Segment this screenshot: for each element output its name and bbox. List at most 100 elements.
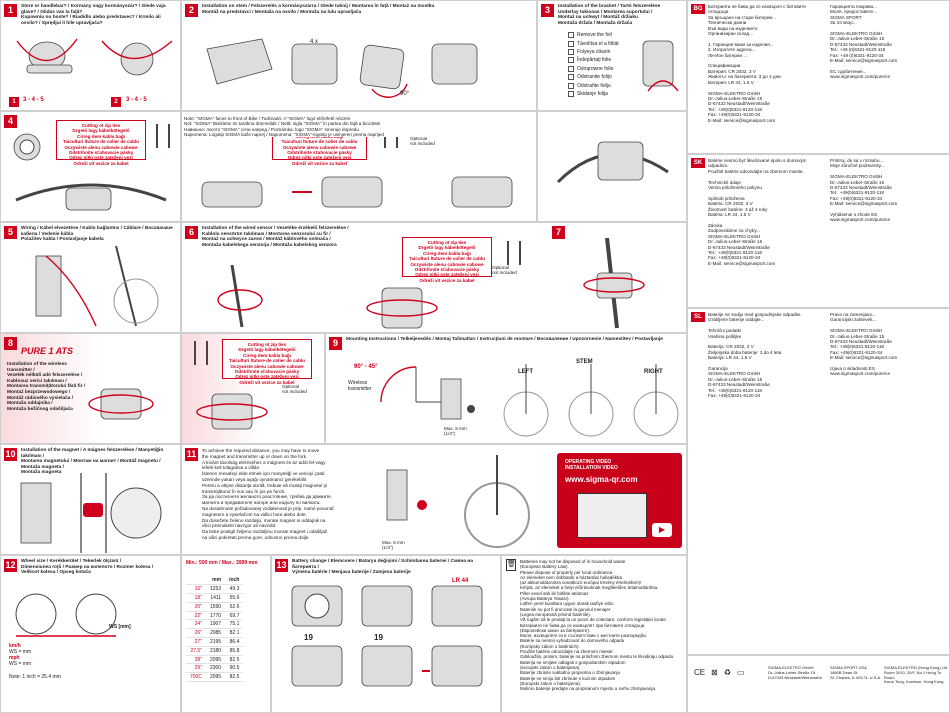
ce-icon: CE	[694, 668, 706, 677]
wheel-size-cell: 700C	[186, 672, 206, 683]
footer-address-c: SIGMA-ELEKTRO (Hong Kong) Ltd Room 2010,…	[884, 666, 948, 685]
panel-title: Installation on stem / Felszerelés a kor…	[202, 4, 435, 15]
mm-cell: 1770	[205, 611, 226, 621]
recycle-panel: 🗑 Batteries may not be disposed of in ho…	[501, 555, 687, 713]
video-card[interactable]: OPERATING VIDEO INSTALLATION VIDEO www.s…	[557, 453, 682, 548]
wiring-illustration	[35, 245, 159, 327]
lang-block-1: BG Батерията не бива да се изхвърля с би…	[687, 0, 950, 154]
panel-title: Mounting Instructions / Telkeljesedés / …	[346, 337, 663, 342]
zip-tie-tool-icon	[507, 241, 521, 265]
logo-orientation-note: Note: "SIGMA" faces to front of Bike / T…	[184, 116, 534, 138]
bracket-illustration	[206, 38, 478, 98]
computer-mount-illustration	[556, 141, 669, 184]
mm-cell: 1590	[205, 602, 226, 612]
legend-item: Remove the foil	[568, 31, 619, 39]
lr44-label: LR 44	[452, 578, 469, 584]
wheel-size-cell: 24"	[186, 619, 206, 630]
lang-block-3: SL Baterije ne sodijo med gospodinjske o…	[687, 308, 950, 655]
angle-label: 90° - 45°	[354, 364, 378, 370]
inch-cell: 86.4	[225, 637, 244, 647]
stem-label: STEM	[576, 359, 593, 365]
legend-item: Folyeya cikarin	[568, 48, 619, 56]
panel-11: 11 To achieve the required distance, you…	[181, 444, 687, 555]
sensor-illustration	[217, 265, 263, 328]
battery-type-19: 19	[304, 633, 313, 642]
inch-cell: 90.5	[225, 663, 244, 674]
panel-13: 13 Battery change / Elemcsere / Batarya …	[271, 555, 501, 713]
panel-title: Battery change / Elemcsere / Batarya değ…	[292, 559, 473, 576]
wheel-size-cell: 18"	[186, 593, 206, 603]
magnet-distance-illustration	[386, 469, 427, 521]
quantity-label: 4 x	[310, 39, 319, 45]
left-label: LEFT	[518, 369, 533, 375]
legend-item: Odstraňte foliju	[568, 81, 619, 89]
mm-cell: 2180	[205, 646, 226, 656]
bike-positions-illustration	[503, 364, 679, 437]
cut-zip-ties-note: Cutting ot zip ties Drgető lagy kábelköt…	[402, 237, 492, 283]
inch-cell: 82.5	[225, 655, 244, 665]
magnet-illustration	[20, 473, 162, 553]
foil-illustration	[642, 40, 679, 92]
code-b: 2	[111, 97, 121, 107]
foil-legend: Remove the foil Távolítsa el a fóliát Fo…	[568, 31, 619, 98]
inch-note: Note: 1 inch = 25.4 mm	[9, 674, 61, 680]
step-number: 7	[552, 226, 565, 239]
code-a: 1	[9, 97, 19, 107]
wireless-transmitter-label: Wireless transmitter	[348, 380, 372, 392]
panel-2: 2 Installation on stem / Felszerelés a k…	[181, 0, 537, 111]
lang-badge: SK	[691, 158, 705, 168]
col-text-b: Гаранцията покрива... Моля, предоставете…	[830, 4, 898, 80]
panel-4a: 4 Cutting ot zip ties Drgető lagy kábelk…	[0, 111, 181, 222]
bin-icon: 🗑	[506, 559, 516, 571]
wheel-size-cell: 29"	[186, 663, 206, 674]
max-distance-label: Max. 5 mm (1/4")	[382, 540, 405, 551]
panel-title: Installation of the wired sensor / Vezet…	[202, 226, 349, 248]
step-number: 2	[185, 4, 198, 17]
wheel-size-cell: 28"	[186, 655, 206, 665]
lang-block-2: SK Batérie nesmú byť likvidované spolu s…	[687, 154, 950, 308]
optional-label: Optional not included	[282, 384, 307, 395]
footer-address-b: SIGMA SPORT USA 1860B Dean St. St. Charl…	[830, 666, 882, 680]
zip-tie-icon	[13, 133, 41, 161]
transmitter-illustration	[88, 388, 154, 420]
device-image	[577, 493, 647, 538]
inch-cell: 85.8	[225, 646, 244, 656]
lang-badge: SL	[691, 312, 705, 322]
rotation-label: 90°	[400, 91, 410, 97]
zip-tie-tool-icon	[194, 341, 208, 365]
battery-change-illustration	[291, 585, 483, 687]
mm-cell: 2300	[205, 663, 226, 674]
stem-handlebar-illustration	[16, 38, 173, 76]
battery-type-19b: 19	[374, 633, 383, 642]
wheel-size-cell: 16"	[186, 584, 206, 595]
wheel-size-cell: 22"	[186, 611, 206, 621]
wheel-fork-illustration	[464, 455, 530, 548]
step-number: 6	[185, 226, 198, 239]
panel-10: 10 Installation of the magnet / A mágnes…	[0, 444, 181, 555]
panel-title: Installation of the magnet / A mágnes fe…	[21, 448, 164, 476]
inch-cell: 55.6	[225, 593, 244, 603]
inch-cell: 49.3	[225, 584, 244, 595]
steps-right: 3 - 4 - 5	[126, 97, 147, 103]
col-text-a: Batérie nesmú byť likvidované spolu s do…	[708, 158, 807, 266]
inch-cell: 82.5	[225, 672, 244, 683]
video-url[interactable]: www.sigma-qr.com	[565, 475, 638, 484]
battery-icon: ▭	[737, 668, 745, 677]
transmitter-mount-illustration	[196, 393, 268, 430]
play-icon[interactable]: ▶	[652, 523, 672, 537]
wheel-size-cell: 27.5"	[186, 646, 206, 656]
wheel-table-panel: Min.: 500 mm / Max.: 3999 mm mm inch 16"…	[181, 555, 271, 713]
panel-title: Store or handlebar? / Kormány vagy kormá…	[21, 4, 166, 26]
brand-pure-1-ats: PURE 1 ATS	[21, 346, 74, 356]
col-text-a: Baterije ne sodijo med gospodinjske odpa…	[708, 312, 802, 399]
optional-label: Optional not included	[492, 265, 517, 276]
